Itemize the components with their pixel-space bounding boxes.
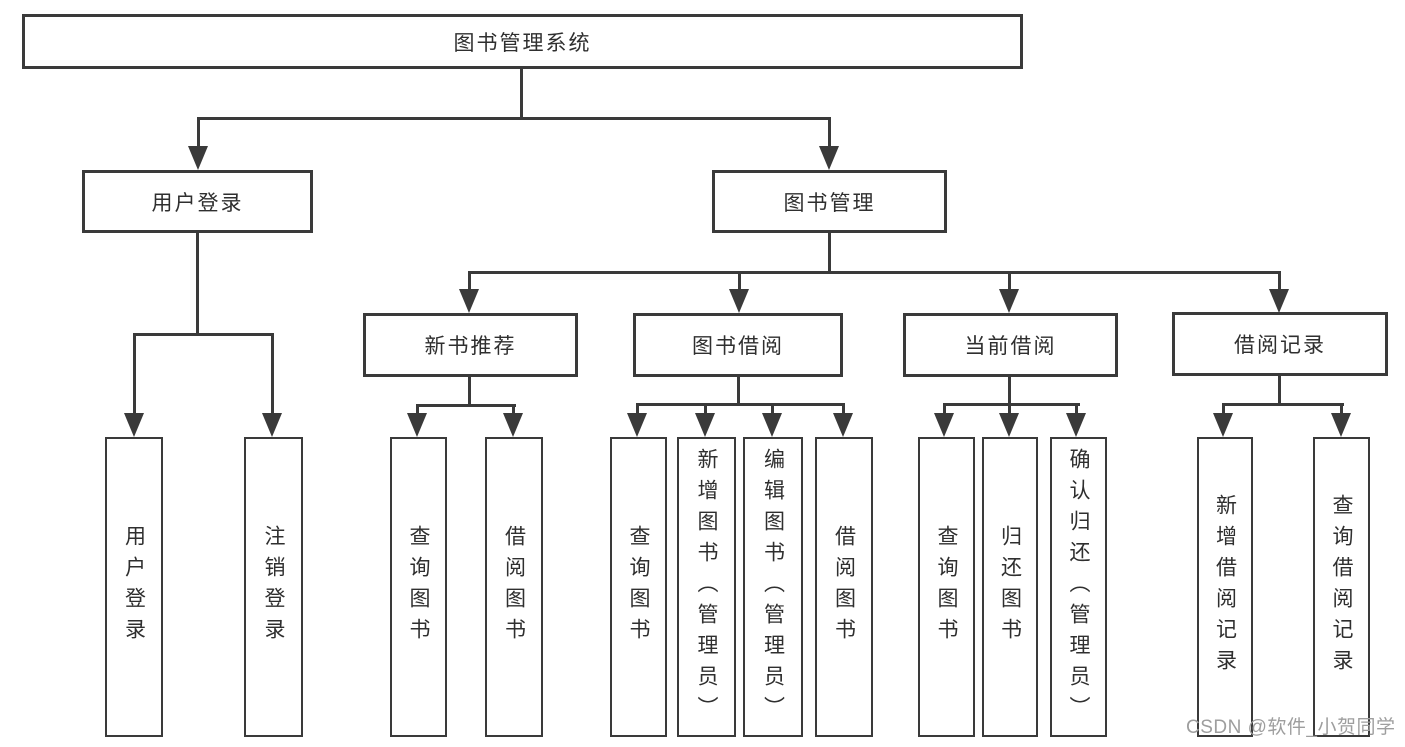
connector-root-stem (520, 69, 523, 118)
leaf-borrow-book-borrowing: 借阅图书 (815, 437, 873, 737)
connector-drop (771, 403, 774, 414)
node-new-book-recommendation: 新书推荐 (363, 313, 578, 377)
connector-drop (1075, 403, 1078, 414)
connector-drop (738, 271, 741, 291)
arrow-down-icon (503, 413, 523, 437)
leaf-logout: 注销登录 (244, 437, 303, 737)
leaf-return-book: 归还图书 (982, 437, 1038, 737)
leaf-query-borrow-record: 查询借阅记录 (1313, 437, 1370, 737)
connector-drop (1278, 271, 1281, 291)
connector-user-login-bus (133, 333, 274, 336)
leaf-query-book-current-label: 查询图书 (935, 525, 958, 649)
node-current-borrowing: 当前借阅 (903, 313, 1118, 377)
connector-drop (1008, 271, 1011, 291)
arrow-down-icon (459, 289, 479, 313)
connector-drop (271, 333, 274, 413)
leaf-user-login: 用户登录 (105, 437, 163, 737)
arrow-down-icon (762, 413, 782, 437)
node-user-login: 用户登录 (82, 170, 313, 233)
arrow-down-icon (1066, 413, 1086, 437)
connector-drop (636, 403, 639, 414)
connector-drop (1340, 403, 1343, 414)
connector-stem (1008, 377, 1011, 406)
leaf-borrow-book-borrowing-label: 借阅图书 (832, 525, 856, 649)
leaf-edit-book-admin: 编辑图书（管理员） (743, 437, 803, 737)
connector-drop (1008, 403, 1011, 414)
arrow-down-icon (934, 413, 954, 437)
leaf-add-book-admin: 新增图书（管理员） (677, 437, 736, 737)
connector-drop (704, 403, 707, 414)
arrow-down-icon (695, 413, 715, 437)
leaf-add-borrow-record: 新增借阅记录 (1197, 437, 1253, 737)
connector-stem (737, 377, 740, 406)
leaf-logout-label: 注销登录 (262, 525, 285, 649)
arrow-down-icon (124, 413, 144, 437)
arrow-down-icon (833, 413, 853, 437)
connector-user-login-stem (196, 233, 199, 335)
connector-drop (416, 404, 419, 414)
leaf-borrow-book-recommend-label: 借阅图书 (502, 525, 526, 649)
leaf-query-borrow-record-label: 查询借阅记录 (1330, 494, 1353, 680)
arrow-down-icon (999, 413, 1019, 437)
connector-drop (828, 117, 831, 147)
node-borrowing-records: 借阅记录 (1172, 312, 1388, 376)
node-current-borrowing-label: 当前借阅 (964, 335, 1057, 358)
connector-drop (197, 117, 200, 147)
node-library-system: 图书管理系统 (22, 14, 1023, 69)
leaf-query-book-borrowing: 查询图书 (610, 437, 667, 737)
node-book-borrowing: 图书借阅 (633, 313, 843, 377)
leaf-borrow-book-recommend: 借阅图书 (485, 437, 543, 737)
connector-drop (512, 404, 515, 414)
connector-drop (842, 403, 845, 414)
leaf-return-book-label: 归还图书 (998, 525, 1022, 649)
arrow-down-icon (819, 146, 839, 170)
arrow-down-icon (627, 413, 647, 437)
node-library-system-label: 图书管理系统 (453, 31, 592, 55)
node-user-login-label: 用户登录 (151, 191, 244, 215)
node-book-borrowing-label: 图书借阅 (692, 335, 784, 358)
connector-bus (1222, 403, 1344, 406)
leaf-add-borrow-record-label: 新增借阅记录 (1213, 494, 1237, 680)
connector-stem (1278, 376, 1281, 406)
arrow-down-icon (1213, 413, 1233, 437)
arrow-down-icon (999, 289, 1019, 313)
connector-bus (636, 403, 845, 406)
connector-bus (943, 403, 1080, 406)
arrow-down-icon (1269, 289, 1289, 313)
leaf-query-book-current: 查询图书 (918, 437, 975, 737)
connector-level2-bus (468, 271, 1281, 274)
node-book-management-label: 图书管理 (783, 191, 876, 215)
connector-drop (468, 271, 471, 291)
watermark: CSDN @软件_小贺同学 (1186, 717, 1396, 738)
leaf-confirm-return-admin-label: 确认归还（管理员） (1067, 447, 1090, 727)
leaf-query-book-recommend: 查询图书 (390, 437, 447, 737)
arrow-down-icon (729, 289, 749, 313)
arrow-down-icon (262, 413, 282, 437)
leaf-query-book-borrowing-label: 查询图书 (627, 525, 650, 649)
connector-drop (1222, 403, 1225, 414)
leaf-query-book-recommend-label: 查询图书 (407, 525, 430, 649)
node-new-book-recommendation-label: 新书推荐 (424, 335, 517, 358)
leaf-user-login-label: 用户登录 (122, 525, 146, 649)
node-book-management: 图书管理 (712, 170, 947, 233)
arrow-down-icon (188, 146, 208, 170)
arrow-down-icon (407, 413, 427, 437)
arrow-down-icon (1331, 413, 1351, 437)
leaf-edit-book-admin-label: 编辑图书（管理员） (761, 447, 785, 727)
connector-level1-bus (197, 117, 831, 120)
leaf-add-book-admin-label: 新增图书（管理员） (695, 447, 718, 727)
node-borrowing-records-label: 借阅记录 (1234, 334, 1326, 357)
connector-drop (943, 403, 946, 414)
connector-drop (133, 333, 136, 413)
leaf-confirm-return-admin: 确认归还（管理员） (1050, 437, 1107, 737)
connector-book-mgmt-stem (828, 233, 831, 274)
connector-bus (416, 404, 516, 407)
connector-stem (468, 377, 471, 407)
